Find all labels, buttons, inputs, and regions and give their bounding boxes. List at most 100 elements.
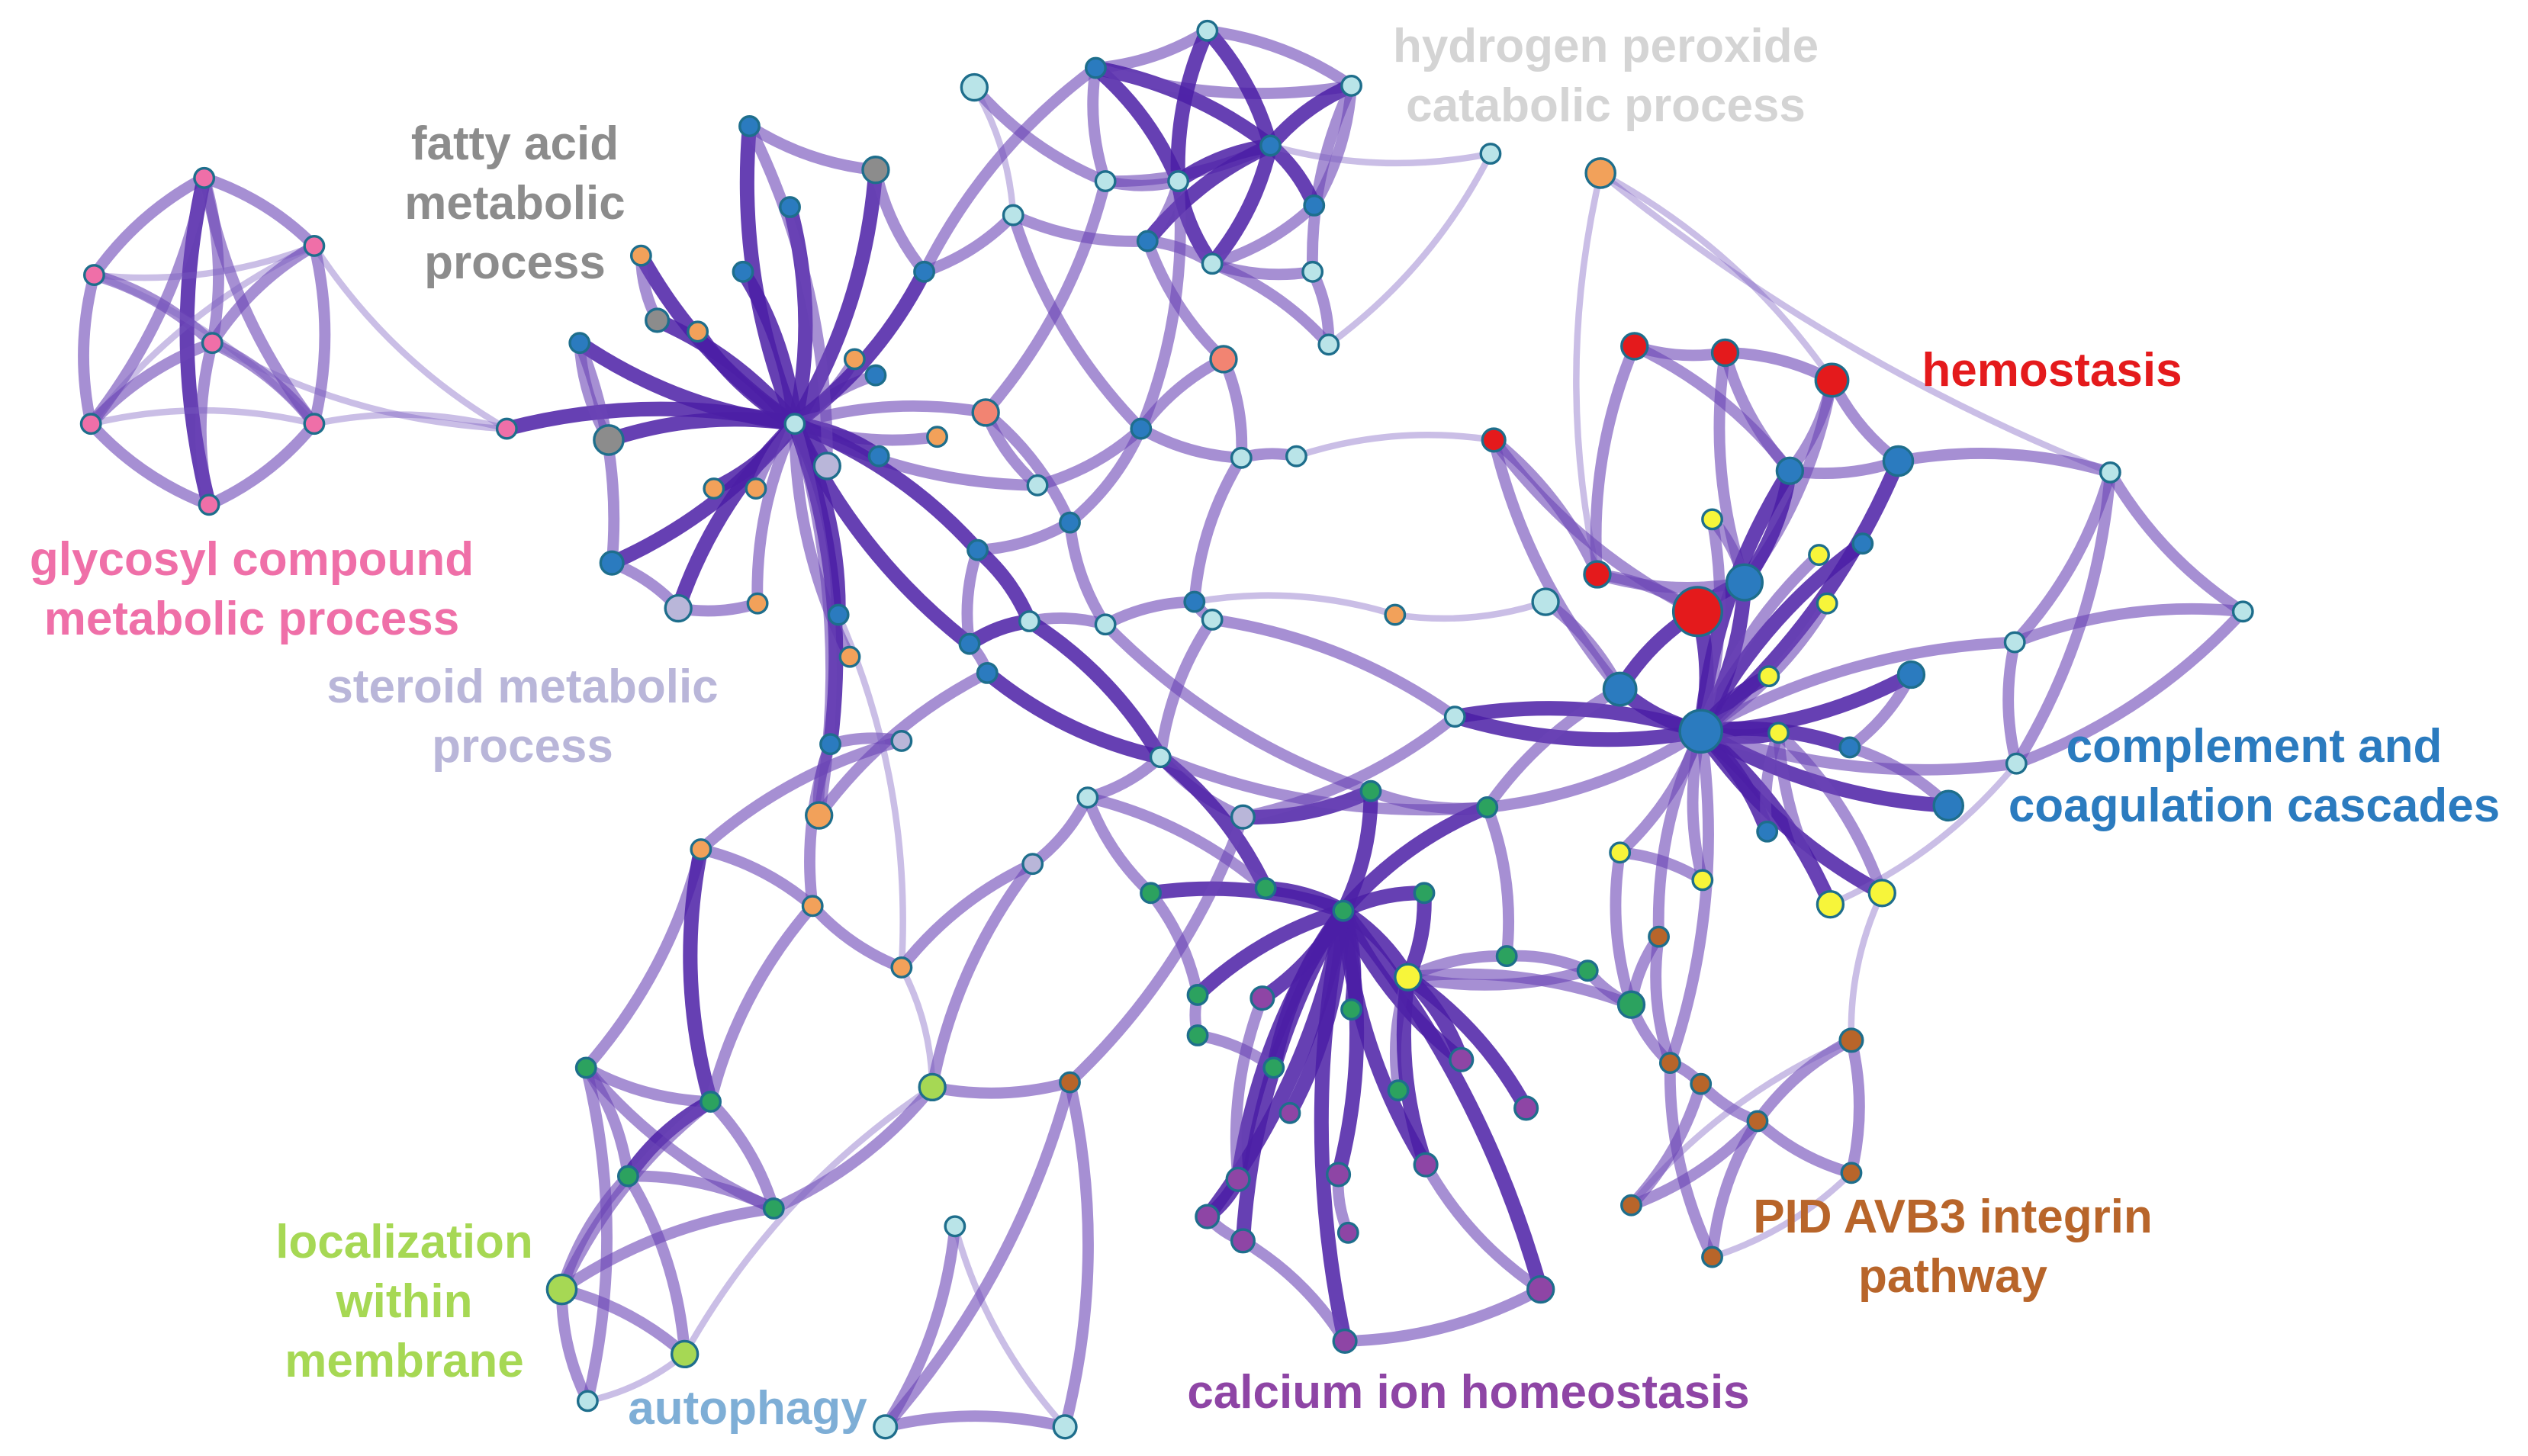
network-node-complement [1851,532,1874,555]
network-edge [1201,25,1278,148]
network-edge [926,860,1037,1088]
network-edge [581,1066,613,1403]
network-edge [1102,596,1195,630]
network-node-green [1616,990,1646,1019]
network-node-steroid [1021,853,1044,876]
network-node-light-teal [1002,204,1024,227]
network-edge [961,548,983,645]
network-node-complement [1259,134,1282,157]
network-node-glycosyl [303,413,326,436]
network-edge [1011,210,1148,247]
network-edge [1486,726,1704,813]
network-node-light-teal [576,1390,599,1413]
label-hemostasis: hemostasis [1922,344,2182,397]
label-calcium-ion-homeostasis: calcium ion homeostasis [1187,1366,1750,1419]
network-edge [1029,795,1093,869]
network-node-light-teal [1076,786,1099,809]
network-edge [881,1081,1076,1431]
network-node-localization [918,1072,947,1102]
network-edge [1337,800,1491,916]
network-node-complement [1932,789,1965,822]
network-edge [1848,892,1886,1040]
network-node-pid-avb3 [1690,1072,1713,1095]
network-edge [1211,201,1318,269]
network-node-complement [864,364,887,387]
network-node-light-teal [1443,706,1466,728]
network-edge [1404,971,1533,1112]
label-glycosyl-compound-metabolic-process: glycosyl compound metabolic process [29,533,474,645]
network-edge [970,83,1108,187]
network-node-fatty-acid [861,156,890,185]
network-edge [1694,727,1886,900]
network-edge [314,411,508,432]
network-node-green [574,1056,597,1079]
network-node-light-teal [960,72,989,102]
network-edge [86,337,214,428]
network-edge [93,243,316,281]
label-autophagy: autophagy [628,1382,867,1435]
network-edge [1610,851,1637,1007]
network-edge [1407,968,1634,1011]
network-node-hemostasis [1620,332,1649,361]
network-node-green [1387,1079,1410,1102]
network-edge [86,419,211,510]
network-node-complement [1678,709,1723,754]
network-edge [1306,83,1357,272]
network-edge [751,421,800,604]
network-node-orange [746,592,769,615]
network-node-calcium [1278,1101,1301,1124]
network-node-light-teal [1479,143,1502,165]
network-edge [1369,786,1488,815]
network-edge [2011,471,2116,767]
network-node-complement [1059,511,1081,534]
network-node-yellow [1808,544,1830,566]
network-node-hemostasis [1710,338,1740,368]
network-node-complement [1136,230,1159,252]
network-edge [1506,950,1590,976]
network-edge [606,412,796,447]
network-edge [788,169,883,428]
network-node-glycosyl [201,332,224,355]
network-node-pid-avb3 [1648,925,1670,948]
network-node-green [1340,998,1362,1020]
network-node-steroid [664,593,693,623]
network-node-complement [779,196,801,218]
network-node-glycosyl [193,166,216,189]
network-node-light-teal [1531,587,1560,616]
network-node-glycosyl [198,493,220,516]
network-edge [89,172,207,278]
network-node-salmon [1209,345,1238,374]
network-node-green [1359,779,1382,802]
network-node-green [1576,959,1599,982]
network-edge [880,1226,961,1430]
network-edge [1269,142,1491,167]
network-node-hemostasis [1671,586,1723,638]
network-edge [1774,728,1888,895]
network-node-green [1262,1056,1285,1079]
network-edge [92,269,217,348]
network-edge [90,407,315,427]
network-edge [1314,909,1352,1343]
network-node-orange [801,895,824,918]
network-edge [1086,792,1269,893]
network-edge [951,1225,1068,1429]
network-node-light-teal [1094,613,1117,636]
network-node-complement [599,550,625,576]
network-edge [1336,910,1433,1169]
network-node-orange [690,838,712,861]
network-node-calcium [1230,1228,1256,1254]
network-edge [1698,636,2015,737]
network-node-complement [1882,445,1915,477]
network-node-pid-avb3 [1746,1110,1769,1133]
network-edge [897,858,1035,972]
network-edge [1627,1082,1706,1210]
network-edge [918,63,1099,275]
network-edge [1008,213,1146,433]
network-node-light-teal [1149,746,1172,769]
network-node-light-teal [1201,252,1224,275]
network-node-light-teal [1052,1414,1078,1440]
network-node-orange [1384,603,1407,626]
network-edge [683,847,718,1104]
network-node-glycosyl [79,413,102,436]
network-edge [1218,356,1248,458]
